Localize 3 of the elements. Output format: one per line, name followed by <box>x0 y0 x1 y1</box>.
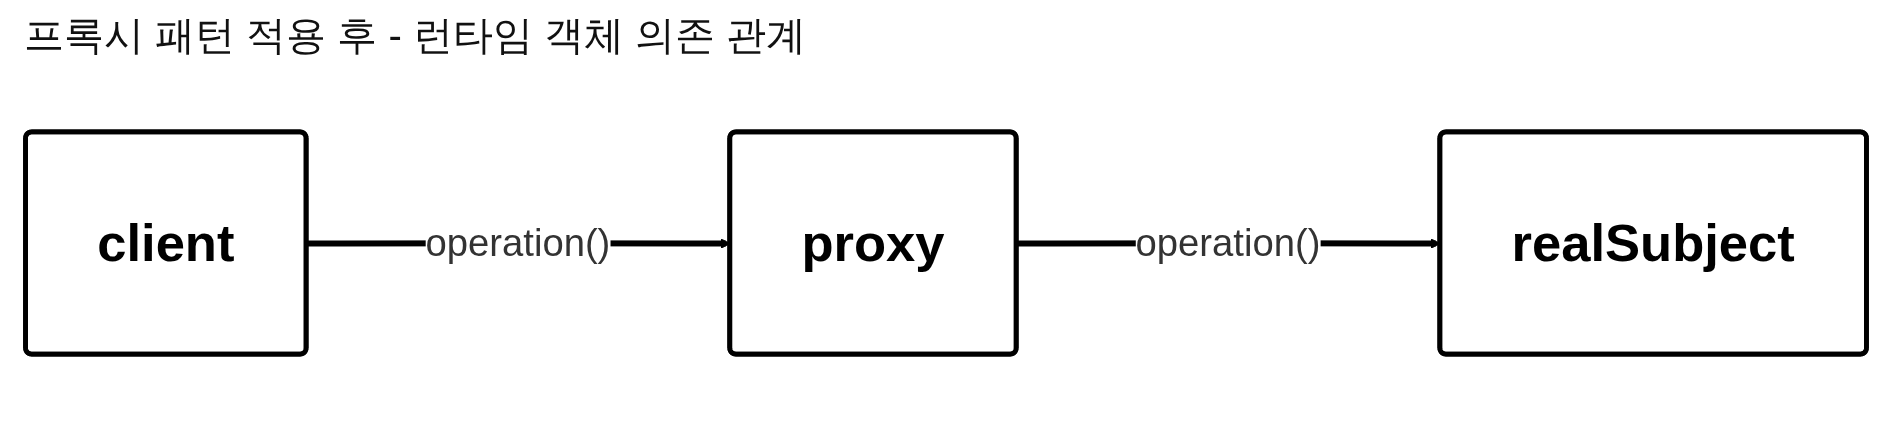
diagram-title: 프록시 패턴 적용 후 - 런타임 객체 의존 관계 <box>24 12 808 59</box>
edge-label: operation() <box>425 221 611 265</box>
edge-label: operation() <box>1135 221 1321 265</box>
